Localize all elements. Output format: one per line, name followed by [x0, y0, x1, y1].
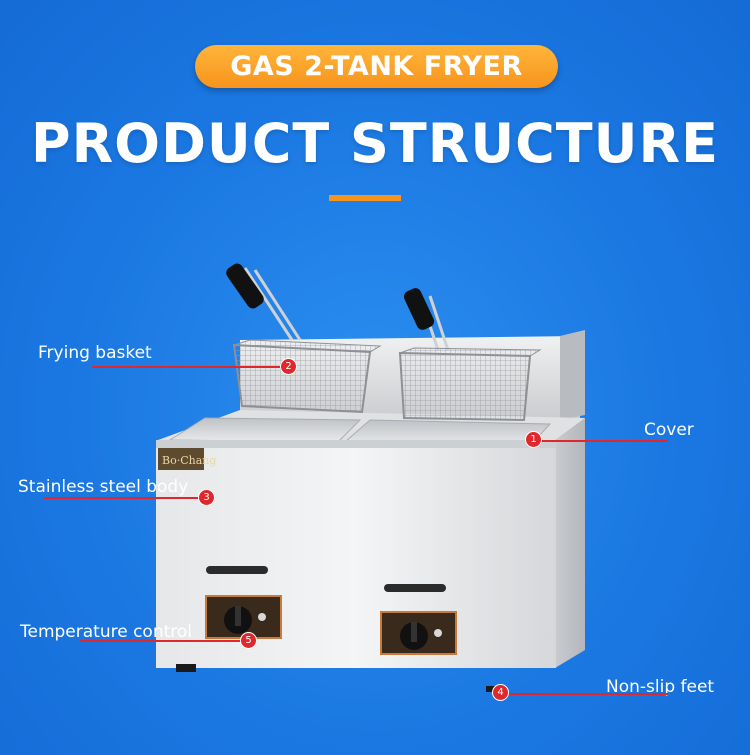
callout-label-frying-basket: Frying basket [38, 343, 152, 363]
vent-left [206, 566, 268, 574]
page-title: PRODUCT STRUCTURE [31, 112, 719, 175]
product-badge: GAS 2-TANK FRYER [195, 45, 558, 88]
vent-right [384, 584, 446, 592]
callout-marker-2: 2 [280, 358, 297, 375]
left-tank [168, 417, 362, 443]
callout-label-temperature-control: Temperature control [20, 622, 193, 642]
callout-marker-4: 4 [492, 684, 509, 701]
frying-basket-right [398, 288, 542, 422]
callout-line-cover [533, 440, 668, 442]
callout-label-non-slip-feet: Non-slip feet [606, 677, 715, 697]
callout-marker-1: 1 [525, 431, 542, 448]
title-underline [329, 195, 401, 201]
callout-line-stainless-steel-body [44, 497, 206, 499]
foot-left [176, 664, 196, 672]
brand-plate [158, 448, 204, 470]
frying-basket-left [226, 263, 382, 414]
callout-marker-3: 3 [198, 489, 215, 506]
callout-label-cover: Cover [644, 420, 694, 440]
callout-line-temperature-control [80, 640, 248, 642]
callout-marker-5: 5 [240, 632, 257, 649]
callout-line-non-slip-feet [500, 693, 668, 695]
side-panel [555, 418, 585, 668]
svg-text:Bo·Chang: Bo·Chang [162, 454, 216, 467]
callout-label-stainless-steel-body: Stainless steel body [18, 477, 189, 497]
callout-line-frying-basket [92, 366, 288, 368]
